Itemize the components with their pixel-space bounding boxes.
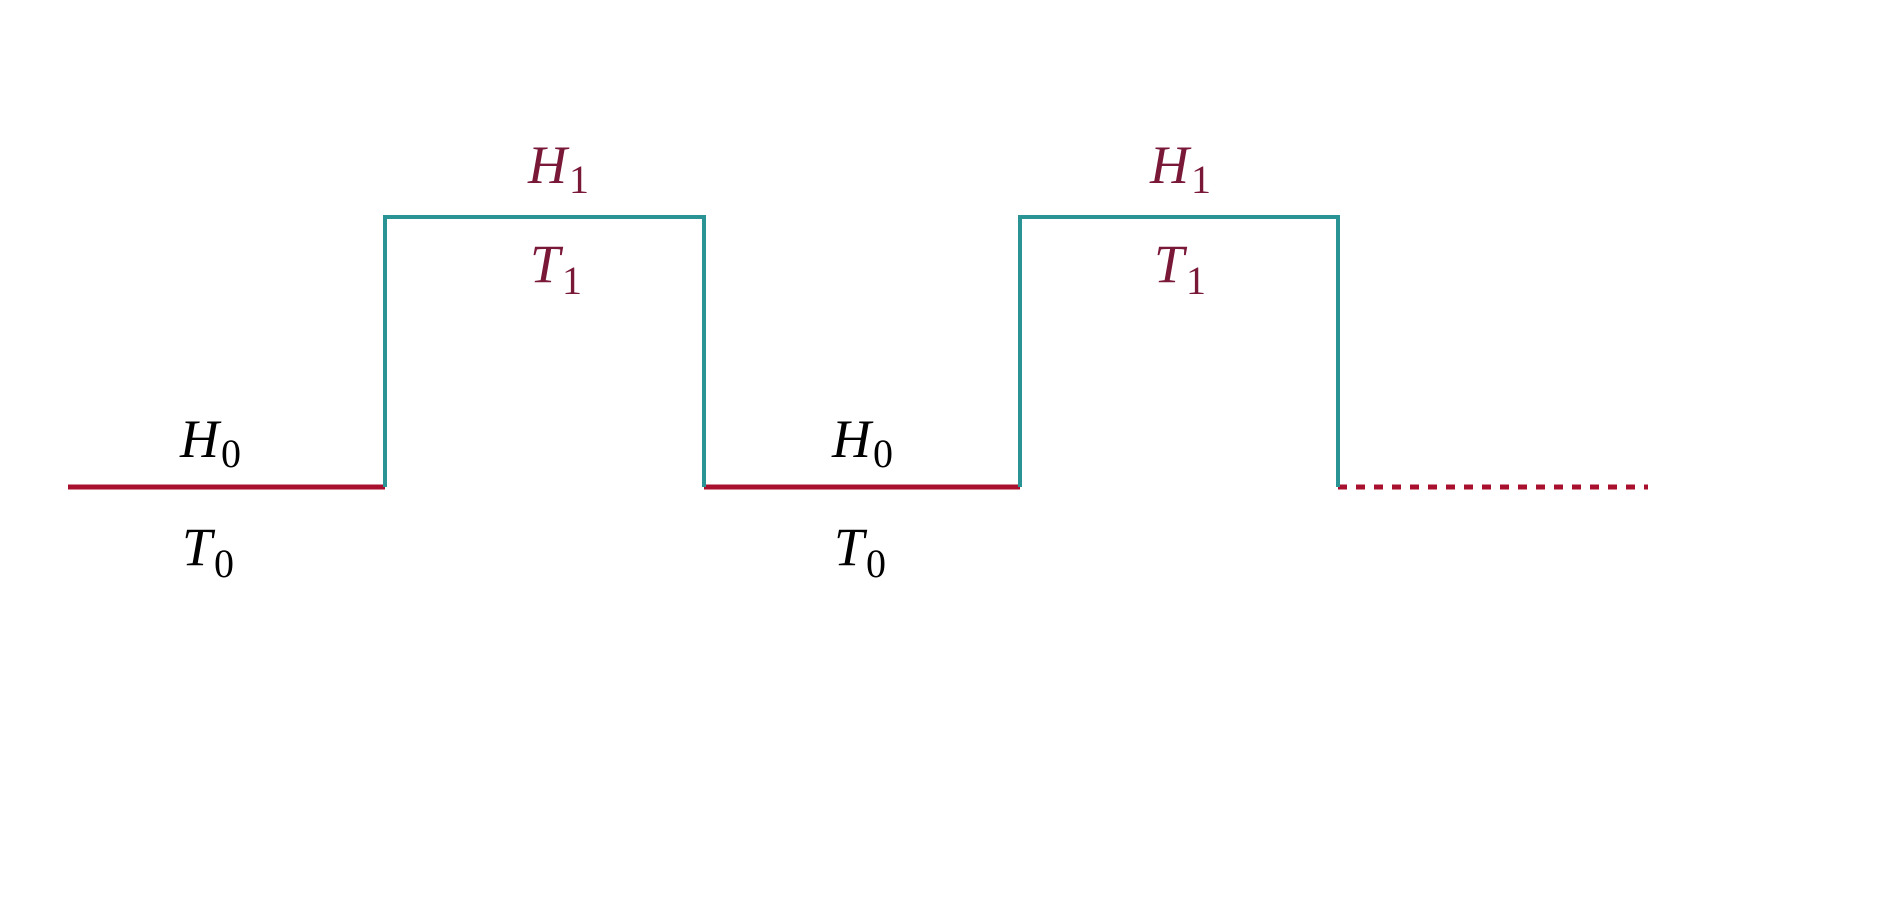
high-2-t-label: T1 (1154, 234, 1206, 303)
high-1-h-label: H1 (527, 135, 589, 202)
high-pulse-2 (1018, 215, 1340, 487)
high-pulse-1 (383, 215, 706, 487)
low-1-h-label: H0 (179, 409, 241, 476)
high-1-t-label: T1 (530, 234, 582, 303)
low-1-t-label: T0 (182, 517, 234, 586)
low-2-h-label: H0 (831, 409, 893, 476)
low-2-t-label: T0 (834, 517, 886, 586)
high-2-h-label: H1 (1149, 135, 1211, 202)
